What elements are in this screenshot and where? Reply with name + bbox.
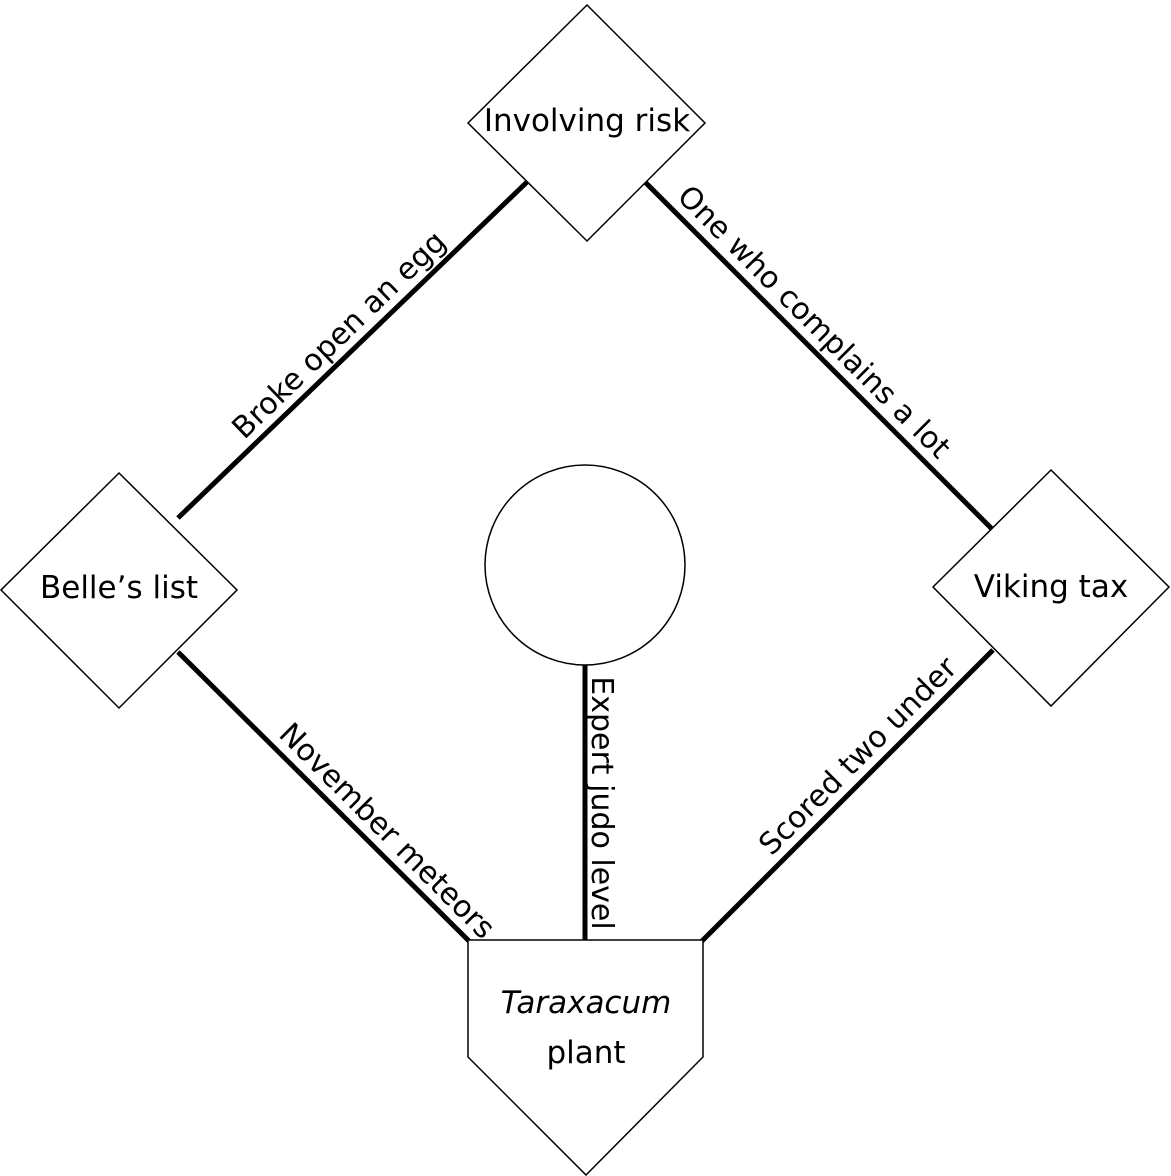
node-right-label: Viking tax bbox=[974, 569, 1128, 605]
node-left-diamond bbox=[0, 471, 239, 710]
node-top-diamond bbox=[466, 3, 707, 243]
edge-label-center-home: Expert judo level bbox=[584, 676, 619, 929]
edge-left-top bbox=[176, 180, 529, 520]
edge-label-left-home: November meteors bbox=[272, 716, 502, 946]
node-home-label-line2: plant bbox=[546, 1035, 625, 1071]
node-home-plate bbox=[467, 939, 704, 1176]
edge-label-top-right: One who complains a lot bbox=[670, 179, 957, 466]
node-top-label: Involving risk bbox=[484, 103, 690, 139]
node-left-label: Belle’s list bbox=[40, 570, 198, 606]
edge-top-right bbox=[643, 180, 995, 532]
node-right-diamond bbox=[931, 468, 1171, 708]
node-home-label-line1: Taraxacum bbox=[501, 985, 672, 1021]
edge-label-left-top: Broke open an egg bbox=[226, 224, 454, 446]
node-center-circle bbox=[484, 464, 686, 666]
edge-right-home bbox=[699, 648, 995, 944]
edge-label-right-home: Scored two under bbox=[752, 650, 964, 862]
edge-left-home bbox=[176, 650, 472, 944]
